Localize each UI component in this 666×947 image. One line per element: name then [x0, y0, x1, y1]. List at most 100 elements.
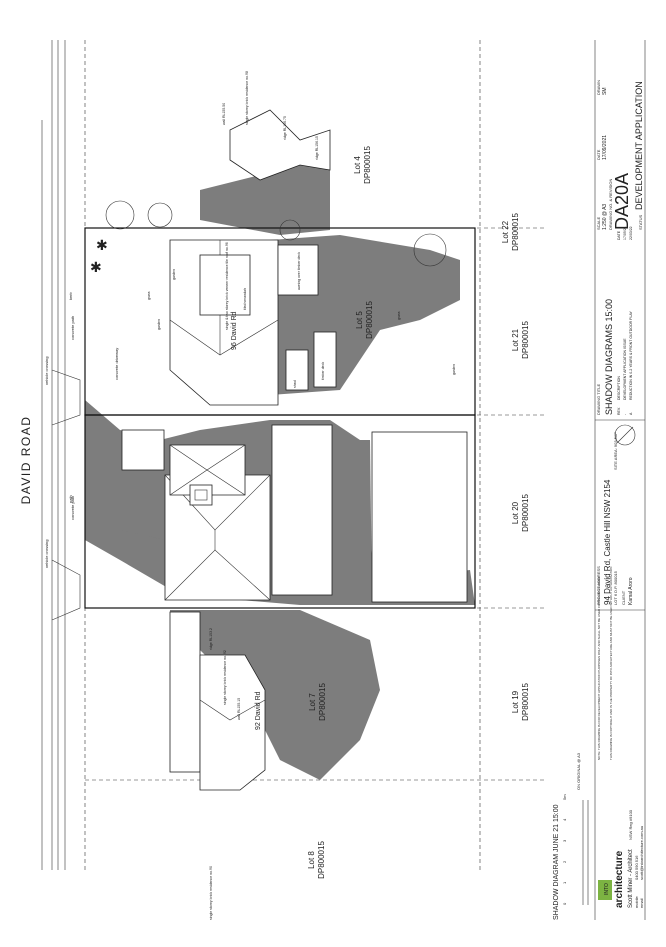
- lot-22-dp: DP800015: [511, 213, 520, 251]
- note-1: NOTE: THIS DRAWING IS FOR DEVELOPMENT AP…: [597, 577, 601, 760]
- lot-8-name: Lot 8: [307, 851, 316, 869]
- drawing-title-label: DRAWING TITLE: [596, 384, 601, 415]
- logo-mark: [598, 880, 612, 900]
- drawing-no-label: DRAWING NO. & REVISION: [608, 178, 613, 230]
- vehicle-crossing-label: vehicle crossing: [44, 540, 49, 568]
- wall-label: wall RL155.50: [222, 103, 226, 125]
- wall-label: wall RL155.15: [237, 698, 241, 720]
- concrete-path-label: concrete path: [70, 496, 75, 520]
- grass-label: grass: [147, 291, 151, 300]
- vehicle-crossing-label: vehicle crossing: [44, 357, 49, 385]
- lot-5-dp: DP800015: [365, 301, 374, 339]
- tree-icon: ✱: [90, 259, 102, 275]
- scale-tick: 5m: [562, 794, 567, 800]
- date-value: 17/09/2021: [602, 135, 608, 160]
- ridge-98-label: ridge RL156.75: [283, 116, 287, 140]
- house-92-note: single storey brick residence no. 92: [223, 650, 227, 705]
- lot-4-dp: DP800015: [363, 146, 372, 184]
- lot-8-house: single storey brick residence no.90: [209, 866, 213, 920]
- lot-19-dp: DP800015: [521, 683, 530, 721]
- scale-tick: 2: [562, 860, 567, 863]
- rev-row-date: 17/09/21: [623, 226, 627, 240]
- rev-row-rev: -: [623, 413, 627, 415]
- garden-label: garden: [157, 319, 161, 330]
- project-address-label: PROJECT ADDRESS: [596, 566, 601, 605]
- lot-dp: LOT 6 D.P. 800015: [613, 570, 618, 605]
- site-area: SITE AREA: 903.5m²: [613, 432, 618, 470]
- ridge-92-label: ridge RL153.2: [209, 628, 213, 650]
- drawn-value: SM: [602, 88, 608, 96]
- lot-labels: Lot 4 DP800015 Lot 22 DP800015 Lot 5 DP8…: [307, 146, 530, 879]
- client-label: CLIENT: [621, 590, 626, 605]
- date-label: DATE: [596, 149, 601, 160]
- rev-row-desc: REDUCTION IN 0-2 YEARS & FRONT OUTDOOR P…: [629, 310, 633, 400]
- drawing-title: SHADOW DIAGRAMS 15:00: [604, 299, 614, 415]
- lot-20-name: Lot 20: [511, 501, 520, 524]
- house-96-note: single & two storey brick veneer residen…: [225, 242, 229, 330]
- drawing-caption: SHADOW DIAGRAM JUNE 21 15:00 0 1 2 3 4 5…: [553, 752, 589, 920]
- scale-tick: 0: [562, 902, 567, 905]
- lot-8-dp: DP800015: [317, 841, 326, 879]
- client-name: Kamal Aroro: [628, 577, 634, 605]
- title-block: INTO architecture Scott Miner - Architec…: [594, 40, 646, 920]
- lot-21-name: Lot 21: [511, 328, 520, 351]
- ridge-98b-label: ridge RL156.15: [315, 136, 319, 160]
- mobile-value: 0400 590 516: [634, 855, 639, 880]
- lot-7-house: ridge RL153.2 single storey brick reside…: [169, 611, 266, 791]
- driveway-label: concrete driveway: [114, 348, 119, 380]
- scale-note: ON ORIGINAL @ A3: [576, 752, 581, 790]
- house-98-note: single storey brick residence no.98: [245, 71, 249, 125]
- lot-20-dp: DP800015: [521, 494, 530, 532]
- house-96-label: 96 David Rd: [231, 311, 238, 350]
- lot-7-dp: DP800015: [318, 683, 327, 721]
- scale-tick: 4: [562, 818, 567, 821]
- lot-21-dp: DP800015: [521, 321, 530, 359]
- email-value: scott@intoarchitecture.com.au: [639, 826, 644, 880]
- rev-header: REV.: [617, 407, 621, 415]
- lot-7-name: Lot 7: [308, 693, 317, 711]
- mobile-label: mobile: [634, 895, 639, 908]
- concrete-path-label: concrete path: [70, 316, 75, 340]
- lot-19-name: Lot 19: [511, 690, 520, 713]
- timber-deck-label: timber deck: [321, 362, 325, 380]
- email-label: email: [639, 898, 644, 908]
- lot-5-house: 96 David Rd single & two storey brick ve…: [84, 200, 476, 416]
- verandah-label: tiled verandah: [243, 288, 247, 310]
- scale-tick: 1: [562, 881, 567, 884]
- rev-row-rev: A: [629, 412, 633, 415]
- desc-header: DESCRIPTION: [617, 376, 621, 400]
- drawn-label: DRAWN: [596, 80, 601, 95]
- architect-name: Scott Miner - Architect: [628, 849, 634, 908]
- garden-label: garden: [172, 269, 176, 280]
- scale-tick: 3: [562, 839, 567, 842]
- street-name: DAVID ROAD: [19, 416, 33, 505]
- path-label: path: [68, 495, 73, 503]
- north-arrow-icon: [614, 424, 636, 446]
- status-value: DEVELOPMENT APPLICATION: [634, 81, 644, 210]
- scale-label: SCALE: [596, 217, 601, 230]
- house-92-label: 92 David Rd: [255, 691, 262, 730]
- drawing-number: DA20A: [612, 173, 632, 230]
- status-label: STATUS: [638, 214, 643, 230]
- subject-site: [84, 414, 476, 609]
- rev-row-desc: DEVELOPMENT APPLICATION ISSUE: [623, 338, 627, 400]
- scale-value: 1:250 @ A3: [602, 204, 608, 230]
- date-header: DATE: [617, 230, 621, 240]
- project-address: 94 David Rd, Castle Hill NSW 2154: [603, 479, 612, 605]
- logo-text: architecture: [614, 850, 625, 908]
- lot-4-house: ridge RL156.75 ridge RL156.15 wall RL155…: [222, 71, 331, 181]
- awning-label: awning over timber deck: [297, 252, 301, 290]
- rev-row-date: 22/03/22: [629, 226, 633, 240]
- kerb-label: kerb: [68, 291, 73, 300]
- shed-label: shed: [293, 380, 297, 388]
- note-2: THIS DRAWING IS COPYRIGHT AND IS THE PRO…: [609, 567, 613, 760]
- logo-top: INTO: [604, 883, 610, 895]
- tree-icon: ✱: [96, 237, 108, 253]
- shadow-diagram-caption: SHADOW DIAGRAM JUNE 21 15:00: [553, 804, 560, 920]
- garden-label: garden: [452, 364, 456, 375]
- lot-4-name: Lot 4: [353, 156, 362, 174]
- boundary-lines: [85, 40, 545, 870]
- grass-label: grass: [397, 311, 401, 320]
